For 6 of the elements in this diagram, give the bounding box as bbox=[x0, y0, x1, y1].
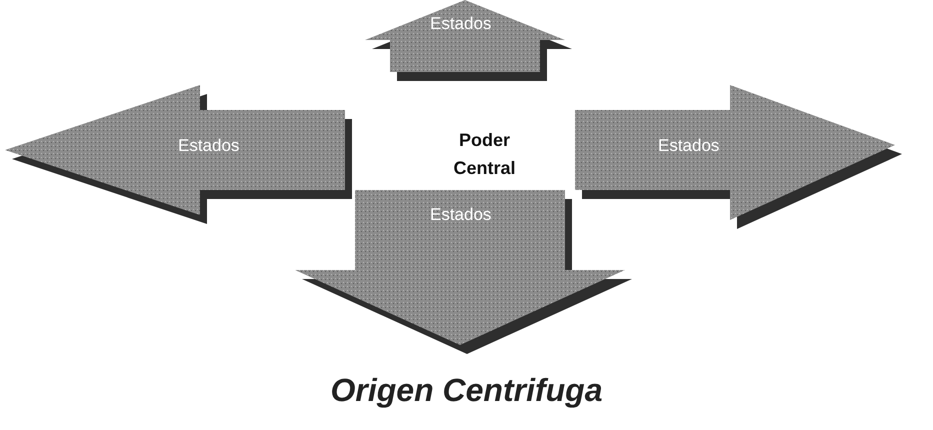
arrow-label: Estados bbox=[658, 136, 720, 156]
arrow-label: Estados bbox=[430, 205, 492, 225]
arrow-label: Estados bbox=[430, 14, 492, 34]
caption: Origen Centrifuga bbox=[329, 372, 604, 409]
arrow-label: Estados bbox=[178, 136, 240, 156]
center-label: Poder Central bbox=[452, 129, 516, 180]
